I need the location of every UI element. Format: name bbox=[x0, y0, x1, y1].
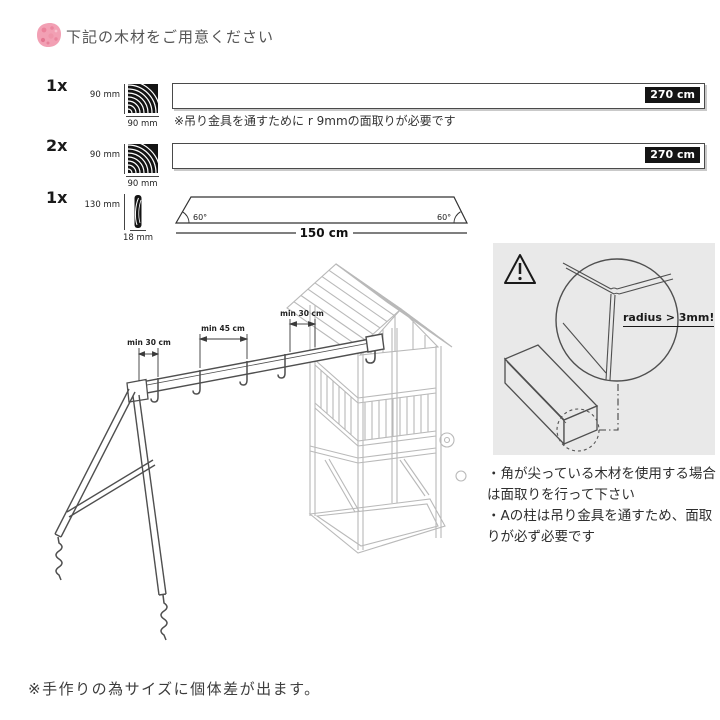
dim-tick bbox=[130, 230, 146, 231]
angle-left-label: 60° bbox=[193, 213, 207, 222]
material-1-beam: 270 cm bbox=[172, 83, 705, 109]
warning-note-1: ・角が尖っている木材を使用する場合は面取りを行って下さい bbox=[487, 466, 716, 503]
material-3-side-b: 18 mm bbox=[122, 233, 154, 243]
material-1-side-b: 90 mm bbox=[127, 119, 158, 129]
pink-marker-icon bbox=[37, 22, 61, 47]
swing-frame-drawing bbox=[54, 333, 385, 641]
play-tower-drawing bbox=[286, 263, 467, 554]
material-2-side-b: 90 mm bbox=[127, 179, 158, 189]
material-3-side-a: 130 mm bbox=[84, 200, 121, 210]
wood-board-edge-icon bbox=[134, 195, 142, 228]
page-title: 下記の木材をご用意ください bbox=[66, 28, 275, 46]
dim-label-mid: min 45 cm bbox=[201, 324, 245, 333]
material-1-length-badge: 270 cm bbox=[645, 87, 700, 103]
ground-anchor-left bbox=[55, 536, 63, 581]
radius-note: radius > 3mm! bbox=[623, 311, 715, 327]
warning-note-2: ・Aの柱は吊り金具を通すため、面取りが必ず必要です bbox=[487, 507, 713, 545]
board-length-label: 150 cm bbox=[300, 226, 349, 240]
warning-panel: radius > 3mm! bbox=[493, 243, 715, 455]
material-1-qty: 1x bbox=[46, 76, 68, 95]
material-3-qty: 1x bbox=[46, 188, 68, 207]
dim-label-left: min 30 cm bbox=[127, 338, 171, 347]
material-2-side-a: 90 mm bbox=[89, 150, 120, 160]
dim-tick bbox=[126, 116, 159, 117]
dimension-lines bbox=[137, 319, 317, 381]
swing-hooks bbox=[150, 354, 286, 403]
wood-endgrain-icon bbox=[128, 144, 158, 173]
footer-note: ※手作りの為サイズに個体差が出ます。 bbox=[28, 680, 321, 698]
angle-right-label: 60° bbox=[437, 213, 451, 222]
swing-set-assembly-drawing: min 30 cm min 45 cm min 30 cm bbox=[54, 263, 467, 641]
dim-tick bbox=[124, 84, 125, 114]
material-2-length-badge: 270 cm bbox=[645, 147, 700, 163]
wood-endgrain-icon bbox=[128, 84, 158, 113]
dim-tick bbox=[124, 144, 125, 174]
material-1-note: ※吊り金具を通すために r 9mmの面取りが必要です bbox=[174, 114, 456, 128]
warning-icon bbox=[504, 254, 536, 284]
dim-label-right: min 30 cm bbox=[280, 309, 324, 318]
warning-notes: ・角が尖っている木材を使用する場合は面取りを行って下さい ・Aの柱は吊り金具を通… bbox=[487, 464, 718, 548]
dim-tick bbox=[126, 176, 159, 177]
board-trapezoid-drawing: 60° 60° 150 cm bbox=[174, 196, 468, 240]
ground-anchor-right bbox=[160, 594, 168, 641]
chamfer-detail-drawing bbox=[503, 254, 679, 452]
material-1-side-a: 90 mm bbox=[89, 90, 120, 100]
material-2-beam: 270 cm bbox=[172, 143, 705, 169]
material-2-qty: 2x bbox=[46, 136, 68, 155]
dim-tick bbox=[124, 194, 125, 230]
